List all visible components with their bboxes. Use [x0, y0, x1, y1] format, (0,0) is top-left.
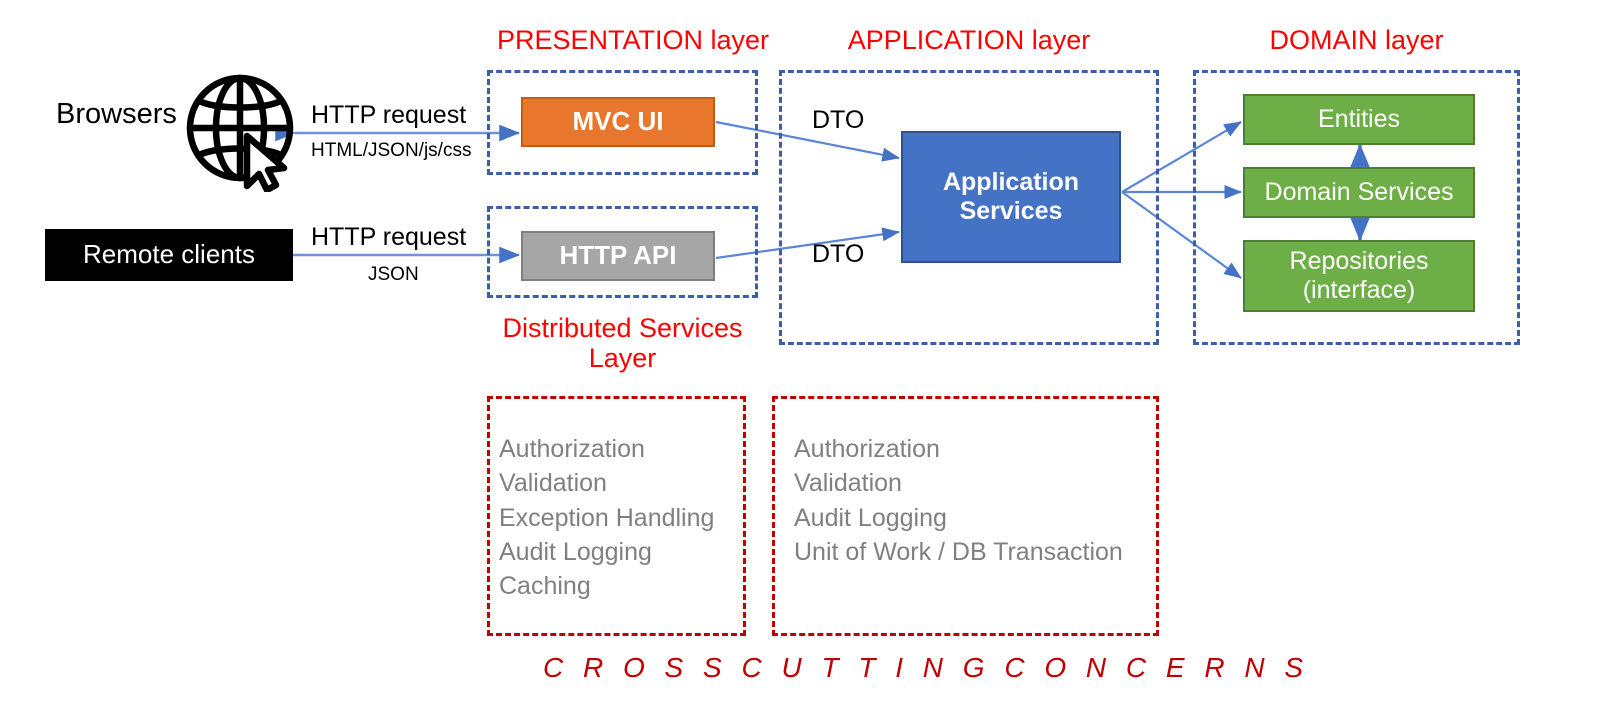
- application-concerns-box: [772, 396, 1159, 636]
- domain-layer-title: DOMAIN layer: [1269, 25, 1444, 55]
- distributed-services-concerns-list: Authorization Validation Exception Handl…: [499, 432, 714, 603]
- concern-item: Exception Handling: [499, 503, 715, 532]
- repositories-line2: (interface): [1302, 276, 1416, 304]
- browsers-label: Browsers: [56, 98, 177, 130]
- presentation-layer-mvc-container: [487, 70, 758, 175]
- concern-item: Caching: [499, 572, 591, 600]
- browser-http-request-label: HTTP request: [311, 101, 467, 129]
- concern-item: Authorization: [499, 435, 645, 463]
- concern-item: Authorization: [794, 435, 940, 463]
- remote-http-request-label: HTTP request: [311, 223, 467, 251]
- repositories-box: Repositories (interface): [1243, 240, 1475, 312]
- distributed-services-concerns-box: [487, 396, 746, 636]
- concern-item: Unit of Work / DB Transaction: [794, 537, 1123, 566]
- dto-top-label: DTO: [812, 106, 865, 134]
- repositories-line1: Repositories: [1289, 247, 1429, 276]
- distributed-services-title-line2: Layer: [588, 342, 657, 373]
- concern-item: Validation: [499, 469, 607, 498]
- domain-layer-container: [1193, 70, 1520, 345]
- entities-box: Entities: [1243, 94, 1475, 145]
- cross-cutting-concerns-footer: C R O S S C U T T I N G C O N C E R N S: [543, 652, 1310, 683]
- application-services-line1: Application: [942, 168, 1080, 197]
- application-services-line2: Services: [959, 197, 1063, 225]
- concern-item: Audit Logging: [499, 537, 652, 566]
- mvc-ui-box: MVC UI: [521, 97, 715, 147]
- concern-item: Audit Logging: [794, 503, 947, 532]
- browser-response-label: HTML/JSON/js/css: [311, 140, 472, 161]
- remote-response-label: JSON: [368, 264, 419, 285]
- concern-item: Validation: [794, 469, 902, 498]
- dto-bottom-label: DTO: [812, 240, 865, 268]
- application-layer-container: [779, 70, 1159, 345]
- application-services-box: Application Services: [901, 131, 1121, 263]
- remote-clients-box: Remote clients: [45, 229, 293, 281]
- application-concerns-list: Authorization Validation Audit Logging U…: [794, 432, 1123, 569]
- application-layer-title: APPLICATION layer: [847, 25, 1091, 55]
- presentation-layer-title: PRESENTATION layer: [497, 25, 770, 55]
- distributed-services-title-line1: Distributed Services: [502, 313, 743, 343]
- distributed-services-layer-title: Distributed Services Layer: [487, 313, 758, 373]
- http-api-box: HTTP API: [521, 231, 715, 281]
- presentation-layer-api-container: [487, 206, 758, 298]
- domain-services-box: Domain Services: [1243, 167, 1475, 218]
- globe-with-cursor-icon: [186, 74, 294, 192]
